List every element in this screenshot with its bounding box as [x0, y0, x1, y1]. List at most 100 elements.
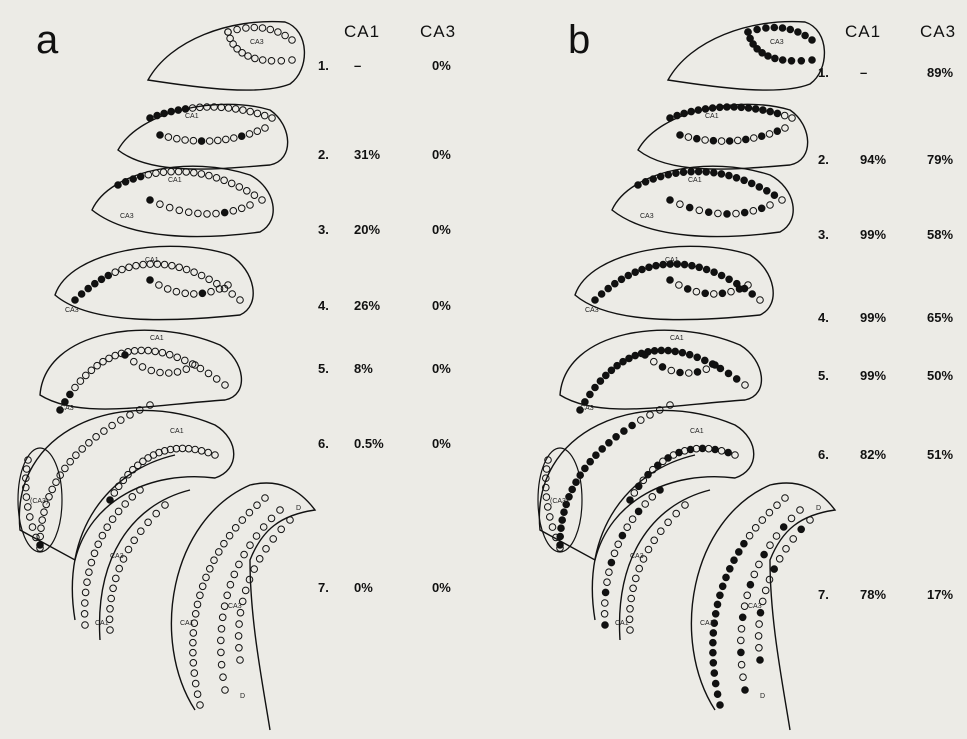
cell-marker: [131, 348, 138, 355]
cell-marker: [771, 192, 778, 199]
cell-marker: [681, 110, 688, 117]
cell-marker: [632, 269, 639, 276]
cell-marker: [735, 137, 742, 144]
cell-marker: [182, 106, 189, 113]
cell-marker: [125, 546, 132, 553]
cell-marker: [724, 104, 731, 111]
cell-marker: [599, 446, 606, 453]
cell-marker: [602, 589, 609, 596]
panel-a: CA3CA1CA1CA3CA1CA3CA1CA3(CA3)CA1CA3CA1CA…: [0, 0, 480, 739]
cell-marker: [179, 445, 186, 452]
cell-marker: [259, 57, 266, 64]
section-label: CA1: [168, 177, 182, 184]
cell-marker: [174, 354, 181, 361]
cell-marker: [53, 479, 60, 486]
cell-marker: [750, 208, 757, 215]
cell-marker: [809, 37, 816, 44]
cell-marker: [254, 128, 261, 135]
cell-marker: [771, 566, 778, 573]
cell-marker: [160, 169, 167, 176]
cell-marker: [561, 509, 568, 516]
cell-marker: [604, 579, 611, 586]
cell-marker: [161, 261, 168, 268]
cell-marker: [203, 574, 210, 581]
cell-marker: [262, 495, 269, 502]
cell-marker: [549, 524, 556, 531]
cell-marker: [166, 351, 173, 358]
cell-marker: [207, 566, 214, 573]
panel-letter: b: [568, 18, 590, 63]
cell-marker: [658, 347, 665, 354]
cell-marker: [259, 197, 266, 204]
hippocampal-sections-drawing-a: CA3CA1CA1CA3CA1CA3CA1CA3(CA3)CA1CA3CA1CA…: [0, 0, 480, 739]
cell-marker: [694, 135, 701, 142]
cell-marker: [118, 417, 125, 424]
cell-marker: [788, 515, 795, 522]
cell-marker: [703, 169, 710, 176]
cell-marker: [78, 291, 85, 298]
cell-marker: [204, 211, 211, 218]
cell-marker: [218, 649, 225, 656]
panel-letter: a: [36, 18, 58, 63]
ca1-percent: 0.5%: [354, 436, 384, 451]
cell-marker: [731, 104, 738, 111]
cell-marker: [742, 687, 749, 694]
cell-marker: [780, 524, 787, 531]
cell-marker: [192, 611, 199, 618]
cell-marker: [277, 507, 284, 514]
cell-marker: [731, 557, 738, 564]
cell-marker: [145, 519, 152, 526]
cell-marker: [685, 134, 692, 141]
cell-marker: [783, 546, 790, 553]
cell-marker: [67, 458, 74, 465]
cell-marker: [176, 264, 183, 271]
section-number: 7.: [318, 580, 329, 595]
cell-marker: [710, 630, 717, 637]
cell-marker: [268, 515, 275, 522]
cell-marker: [278, 526, 285, 533]
cell-marker: [191, 169, 198, 176]
cell-marker: [154, 112, 161, 119]
cell-marker: [762, 587, 769, 594]
section-number: 2.: [318, 147, 329, 162]
cell-marker: [627, 606, 634, 613]
cell-marker: [232, 525, 239, 532]
cell-marker: [741, 209, 748, 216]
cell-marker: [798, 58, 805, 65]
cell-marker: [137, 487, 144, 494]
cell-marker: [712, 446, 719, 453]
cell-marker: [736, 286, 743, 293]
cell-marker: [657, 487, 664, 494]
ca3-percent: 79%: [927, 152, 953, 167]
ca1-percent: 82%: [860, 447, 886, 462]
cell-marker: [752, 525, 759, 532]
ca3-percent: 0%: [432, 361, 451, 376]
cell-marker: [587, 391, 594, 398]
cell-marker: [774, 110, 781, 117]
cell-marker: [677, 369, 684, 376]
cell-marker: [703, 366, 710, 373]
cell-marker: [282, 32, 289, 39]
cell-marker: [247, 542, 254, 549]
cell-marker: [710, 639, 717, 646]
cell-marker: [130, 176, 137, 183]
cell-marker: [139, 364, 146, 371]
cell-marker: [710, 649, 717, 656]
cell-marker: [756, 645, 763, 652]
section-label: CA3: [250, 39, 264, 46]
cell-marker: [625, 272, 632, 279]
cell-marker: [72, 384, 79, 391]
cell-marker: [147, 277, 154, 284]
cell-marker: [764, 188, 771, 195]
cell-marker: [192, 680, 199, 687]
cell-marker: [225, 29, 232, 36]
cell-marker: [152, 348, 159, 355]
cell-marker: [776, 556, 783, 563]
cell-marker: [684, 286, 691, 293]
cell-marker: [779, 197, 786, 204]
ca3-percent: 89%: [927, 65, 953, 80]
cell-marker: [246, 576, 253, 583]
cell-marker: [275, 29, 282, 36]
cell-marker: [657, 173, 664, 180]
cell-marker: [41, 509, 48, 516]
